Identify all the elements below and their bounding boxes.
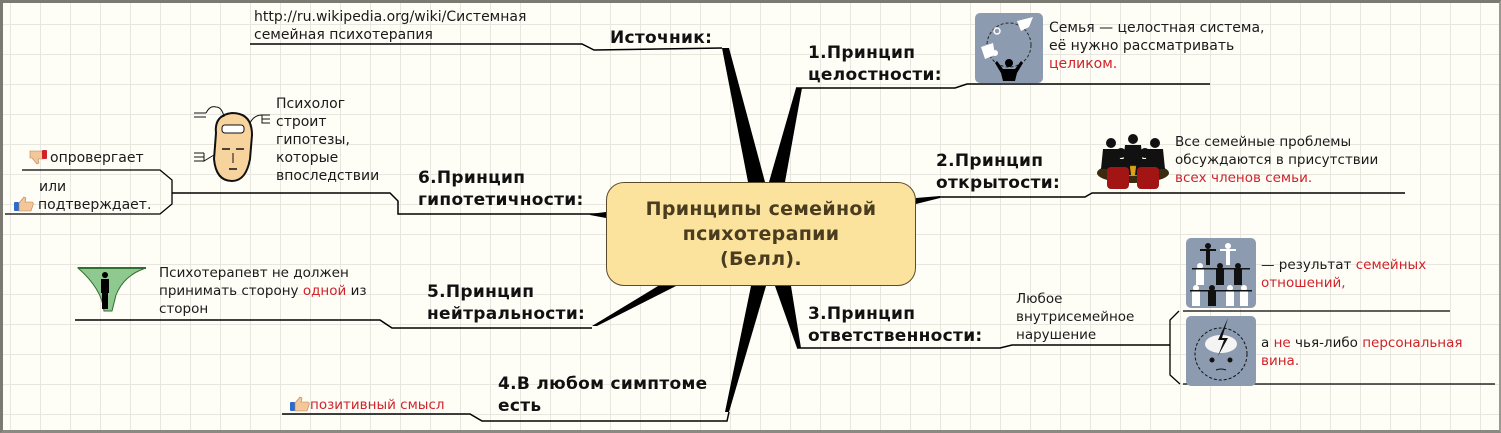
principle-3-topic[interactable]: 3.Принцип ответственности: — [808, 303, 983, 347]
note-line: нарушение — [1016, 327, 1097, 343]
wedge-principle-2 — [916, 196, 940, 204]
principle-6-note: Психолог строит гипотезы, которые впосле… — [276, 95, 379, 185]
note-line-highlight: всех членов семьи. — [1175, 170, 1313, 186]
central-topic-line: Принципы семейной — [645, 197, 877, 220]
note-line: впоследствии — [276, 168, 380, 184]
topic-line: 1.Принцип — [808, 43, 916, 63]
note-line: её нужно рассматривать — [1049, 38, 1235, 54]
note-highlight: семейных — [1355, 257, 1427, 273]
source-topic[interactable]: Источник: — [610, 28, 713, 48]
angry-face-lightning-icon — [1186, 316, 1256, 386]
principle-5-note: Психотерапевт не должен принимать сторон… — [159, 264, 367, 318]
note-text: — результат — [1261, 257, 1356, 273]
source-link[interactable]: http://ru.wikipedia.org/wiki/Системная с… — [254, 8, 526, 44]
note-line: строит — [276, 114, 327, 130]
note-line: Все семейные проблемы — [1175, 134, 1352, 150]
topic-line: 3.Принцип — [808, 304, 916, 324]
topic-line: 5.Принцип — [427, 282, 535, 302]
note-text: принимать сторону — [159, 283, 303, 299]
meeting-group-icon — [1093, 133, 1173, 191]
family-circle-icon — [975, 13, 1043, 83]
principle-1-topic[interactable]: 1.Принцип целостности: — [808, 42, 942, 86]
note-line: Семья — целостная система, — [1049, 20, 1265, 36]
topic-line: нейтральности: — [427, 304, 586, 324]
central-topic-line: (Белл). — [720, 247, 802, 270]
principle-4-child: позитивный смысл — [290, 396, 445, 417]
topic-line: 6.Принцип — [418, 168, 526, 188]
crossroads-person-icon — [76, 265, 150, 313]
central-topic[interactable]: Принципы семейной психотерапии (Белл). — [606, 182, 916, 286]
note-line: гипотезы, — [276, 132, 350, 148]
topic-line: ответственности: — [808, 326, 983, 346]
principle-1-note: Семья — целостная система, её нужно расс… — [1049, 19, 1265, 73]
source-link-line: http://ru.wikipedia.org/wiki/Системная — [254, 9, 527, 25]
note-line-highlight: целиком. — [1049, 56, 1118, 72]
wedge-source — [722, 48, 765, 182]
note-text: а — [1261, 335, 1274, 351]
topic-line: открытости: — [936, 173, 1061, 193]
note-line: Психотерапевт не должен — [159, 265, 349, 281]
note-highlight: одной — [302, 283, 347, 299]
note-text: чья-либо — [1290, 335, 1363, 351]
child-label: или — [39, 179, 67, 195]
principle-6-child-1: опровергает — [28, 149, 144, 170]
topic-line: есть — [498, 396, 542, 416]
note-line: которые — [276, 150, 339, 166]
wedge-principle-5 — [592, 286, 676, 326]
note-line: внутрисемейное — [1016, 309, 1135, 325]
wedge-principle-1 — [769, 88, 802, 182]
topic-line: 4.В любом симптоме — [498, 374, 708, 394]
note-highlight: не — [1273, 335, 1291, 351]
thinking-head-icon — [192, 103, 272, 185]
thumbs-up-icon — [14, 196, 38, 217]
wedge-principle-4 — [725, 286, 766, 412]
source-link-line: семейная психотерапия — [254, 27, 433, 43]
wedge-principle-3 — [775, 286, 801, 348]
note-line: Любое — [1016, 291, 1063, 307]
principle-5-topic[interactable]: 5.Принцип нейтральности: — [427, 281, 585, 325]
principle-3-child-1: — результат семейных отношений, — [1261, 256, 1426, 292]
note-text: из — [346, 283, 367, 299]
central-topic-line: психотерапии — [682, 222, 840, 245]
topic-line: гипотетичности: — [418, 190, 584, 210]
child-label: позитивный смысл — [310, 397, 445, 413]
principle-6-child-2: или подтверждает. — [14, 178, 151, 217]
topic-line: целостности: — [808, 65, 942, 85]
principle-2-topic[interactable]: 2.Принцип открытости: — [936, 150, 1060, 194]
thumbs-up-icon — [290, 396, 310, 417]
note-line: сторон — [159, 301, 209, 317]
topic-line: 2.Принцип — [936, 151, 1044, 171]
thumbs-down-icon — [28, 149, 50, 170]
principle-6-topic[interactable]: 6.Принцип гипотетичности: — [418, 167, 584, 211]
principle-2-note: Все семейные проблемы обсуждаются в прис… — [1175, 133, 1378, 187]
human-pyramid-icon — [1186, 238, 1256, 308]
wedge-principle-6 — [590, 212, 606, 218]
note-line: Психолог — [276, 96, 346, 112]
principle-3-subnote: Любое внутрисемейное нарушение — [1016, 290, 1134, 344]
note-line: обсуждаются в присутствии — [1175, 152, 1379, 168]
principle-3-child-2: а не чья-либо персональная вина. — [1261, 334, 1463, 370]
child-label: подтверждает. — [38, 197, 152, 213]
note-highlight: персональная — [1362, 335, 1463, 351]
child-label: опровергает — [50, 150, 144, 166]
note-highlight: отношений, — [1261, 275, 1346, 291]
principle-4-topic[interactable]: 4.В любом симптоме есть — [498, 373, 708, 417]
note-highlight: вина. — [1261, 353, 1300, 369]
